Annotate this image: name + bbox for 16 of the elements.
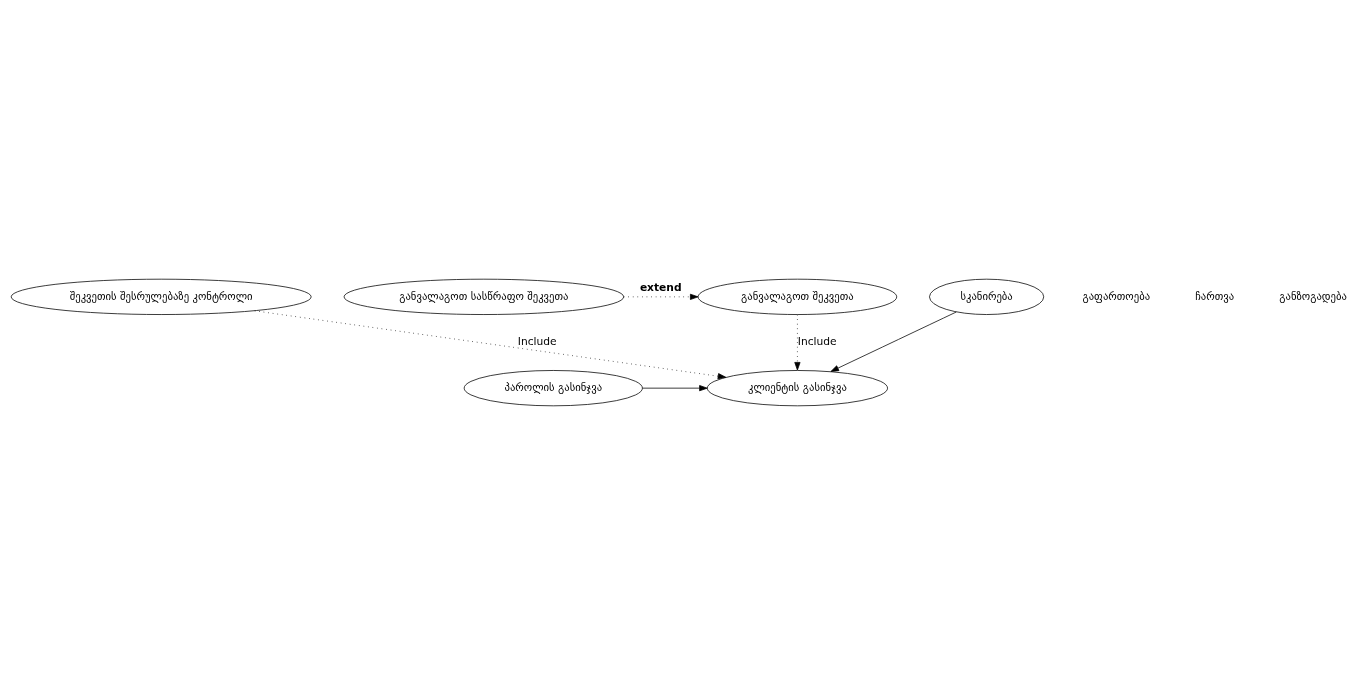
edge-label: extend: [639, 280, 682, 294]
arrow: [642, 384, 708, 391]
label: ჩართვა: [1195, 289, 1235, 303]
node-ellipse: განვალაგოთ სასწრაფო შეკვეთა: [343, 278, 625, 315]
node-ellipse: პაროლის გასინჯვა: [463, 369, 643, 406]
arrow: [794, 313, 801, 370]
arrow: [623, 293, 699, 300]
label: განზოგადება: [1279, 289, 1347, 303]
node-ellipse: შეკვეთის შესრულებაზე კონტროლი: [10, 278, 312, 315]
node-ellipse: სკანირება: [929, 278, 1045, 315]
edge-label: Include: [797, 334, 837, 348]
node-ellipse: განვალაგოთ შეკვეთა: [697, 278, 898, 315]
arrow: [254, 309, 727, 379]
edge-label: Include: [517, 334, 557, 348]
arrow: [830, 311, 957, 372]
label: გაფართოება: [1082, 289, 1151, 303]
